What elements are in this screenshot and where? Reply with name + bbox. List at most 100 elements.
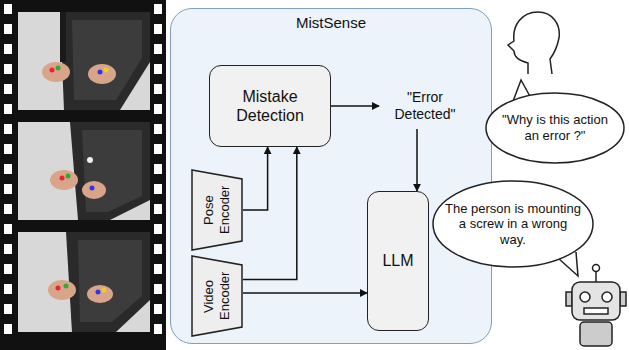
video-frame [50,170,78,190]
film-strip [154,324,162,334]
node-label: The person is mounting a screw in a wron… [445,201,581,248]
robot-icon [580,322,612,346]
film-strip [4,164,12,174]
system-panel: MistSenseMistake Detection "Error Detecte… [170,8,492,344]
film-strip [4,304,12,314]
film-strip [154,304,162,314]
film-strip [4,144,12,154]
film-strip [4,24,12,34]
video-frame [18,12,150,110]
signal-text: "Error Detected" [379,83,471,129]
person-head [508,12,559,74]
arrow-connector [243,292,367,294]
film-strip [4,284,12,294]
video-frame [102,288,107,293]
trapezoid-outline [192,256,242,336]
film-strip [154,84,162,94]
arrow-connector [416,129,418,191]
video-frame [88,64,116,84]
film-strip [154,164,162,174]
robot-icon [572,282,620,320]
panel-title: MistSense [171,9,491,32]
arrow-connector [243,147,297,280]
film-strip [4,244,12,254]
robot-icon [593,265,600,272]
film-strip [4,324,12,334]
bubble-outline [486,93,624,163]
encoder-block: Video Encoder [191,255,243,337]
film-strip [4,184,12,194]
robot-icon [580,292,590,302]
film-strip [0,0,166,350]
film-strip [0,0,166,350]
video-frame [18,122,150,220]
film-strip [4,124,12,134]
film-strip [154,24,162,34]
film-strip [154,144,162,154]
robot-icon [620,292,626,306]
robot-icon [566,292,572,306]
video-frame [66,174,71,179]
video-frame [56,66,61,71]
node-label: "Why is this action an error ?" [497,112,613,143]
video-frame [18,12,150,110]
speech-bubble: "Why is this action an error ?" [485,92,625,164]
video-frame [104,68,109,73]
film-strip [4,264,12,274]
film-strip [4,224,12,234]
video-frame [60,176,65,181]
node-label: LLM [382,251,413,270]
arrow-connector [243,147,268,210]
node-label: Pose Encoder [201,179,232,241]
film-strip [154,224,162,234]
video-frame [98,70,103,75]
video-frame [42,62,70,82]
video-frame [66,232,150,332]
video-frame [82,130,142,212]
robot-icon [602,292,612,302]
node-label: Mistake Detection [218,87,322,125]
video-frame [18,232,150,332]
video-frame [48,280,76,300]
video-frame [72,20,142,100]
video-frame [60,12,66,62]
film-strip [154,44,162,54]
film-strip [154,284,162,294]
speech-bubble: The person is mounting a screw in a wron… [432,180,594,268]
video-frame [87,285,113,303]
video-frame [70,122,150,220]
person-head [508,12,559,74]
trapezoid-outline [192,170,242,250]
encoder-block: Pose Encoder [191,169,243,251]
video-frame [50,68,55,73]
film-strip [154,244,162,254]
video-frame [56,286,61,291]
film-strip [4,64,12,74]
video-frame [18,232,150,332]
film-strip [4,84,12,94]
video-frame [82,181,106,199]
video-frame [90,186,95,191]
video-frame [64,284,69,289]
video-frame [18,122,150,220]
film-strip [154,104,162,114]
video-frame [96,290,101,295]
film-strip [154,184,162,194]
film-strip [154,264,162,274]
robot-icon [584,308,608,314]
film-strip [154,204,162,214]
film-strip [154,4,162,14]
arrow-connector [331,105,379,107]
film-strip [4,44,12,54]
robot-icon [566,265,626,347]
bubble-outline [433,181,593,267]
video-frame [87,157,93,163]
llm-box: LLM [367,191,429,331]
film-strip [4,204,12,214]
process-box: Mistake Detection [209,65,331,147]
film-strip [4,4,162,334]
film-strip [154,124,162,134]
film-strip [4,4,12,14]
node-label: Video Encoder [201,265,232,327]
